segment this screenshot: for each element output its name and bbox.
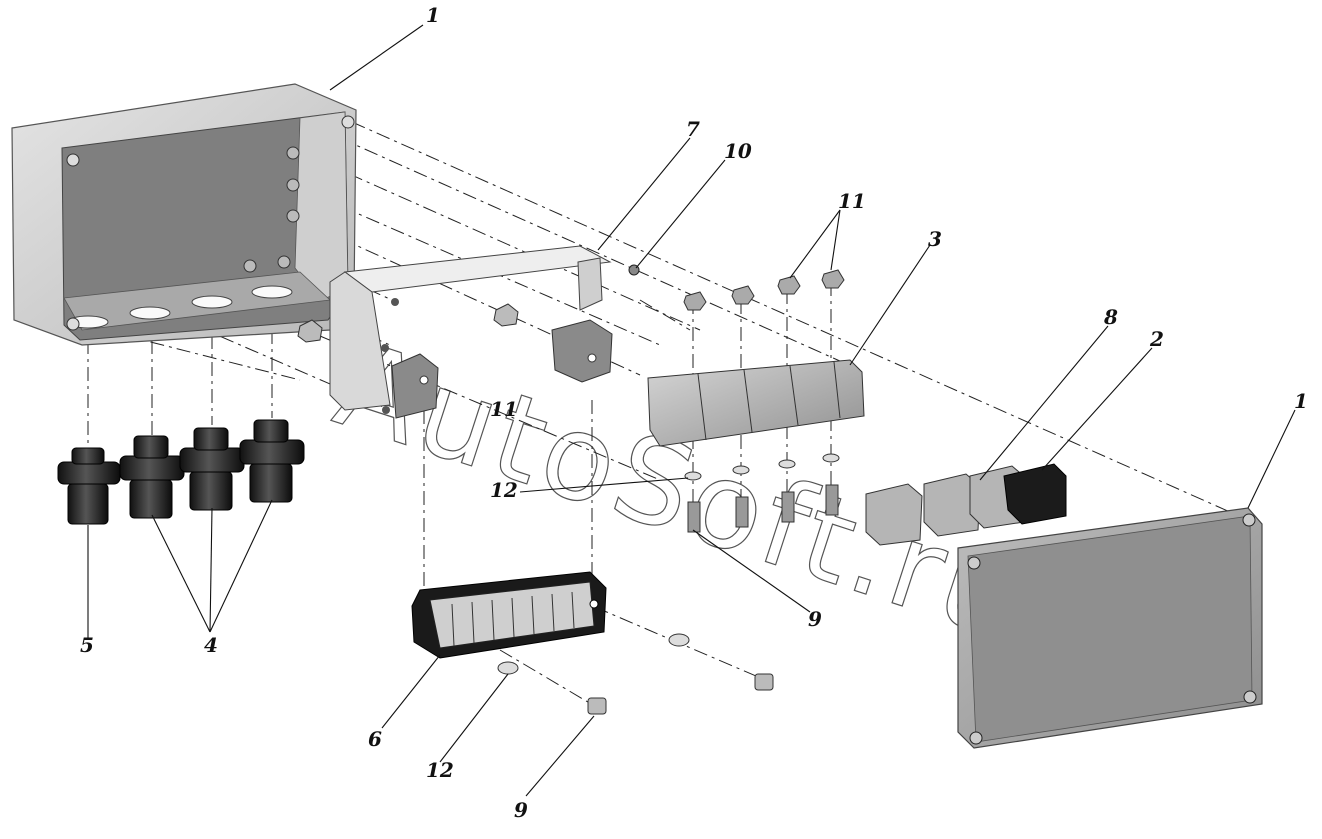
nut-11-middle — [493, 303, 519, 327]
callout-12-mid: 12 — [490, 478, 518, 502]
callout-5: 5 — [80, 633, 94, 657]
mounting-bracket — [329, 245, 612, 414]
terminal-bracket-right — [551, 319, 613, 383]
callout-2: 2 — [1149, 327, 1164, 351]
callout-1-lid: 1 — [1294, 389, 1308, 413]
terminal-bracket-left — [391, 353, 439, 419]
callout-11-mid: 11 — [490, 397, 518, 421]
relay-2 — [1003, 463, 1067, 525]
cable-gland-4-3 — [239, 419, 305, 503]
callout-1-box: 1 — [426, 3, 440, 27]
callout-12-bottom: 12 — [426, 758, 454, 782]
washer-12-bottom — [497, 661, 519, 675]
nuts-11-row — [683, 269, 845, 311]
relay-block — [647, 359, 865, 447]
callout-labels: 1 7 10 11 3 8 2 1 11 12 9 5 4 6 12 9 — [80, 3, 1308, 822]
washers-12-row — [684, 453, 840, 481]
bolt-9-right — [754, 673, 774, 691]
callout-11-top: 11 — [838, 189, 866, 213]
enclosure-lid — [957, 507, 1263, 749]
fuse-block-6 — [411, 571, 607, 659]
callout-9-bottom: 9 — [514, 798, 528, 822]
callout-9-right: 9 — [808, 607, 822, 631]
bolts-9-row — [687, 484, 839, 533]
leader-lines — [87, 24, 1296, 797]
callout-10: 10 — [724, 139, 752, 163]
callout-8: 8 — [1103, 305, 1118, 329]
cable-gland-4-1 — [119, 435, 185, 519]
nut-11-left — [297, 319, 323, 343]
callout-4: 4 — [204, 633, 218, 657]
washer-12-right — [668, 633, 690, 647]
callout-7: 7 — [686, 117, 700, 141]
cable-gland-4-2 — [179, 427, 245, 511]
enclosure-box — [11, 83, 357, 346]
bolt-9-bottom — [587, 697, 607, 715]
callout-6: 6 — [368, 727, 382, 751]
cable-gland-5 — [57, 447, 121, 525]
callout-3: 3 — [928, 227, 942, 251]
